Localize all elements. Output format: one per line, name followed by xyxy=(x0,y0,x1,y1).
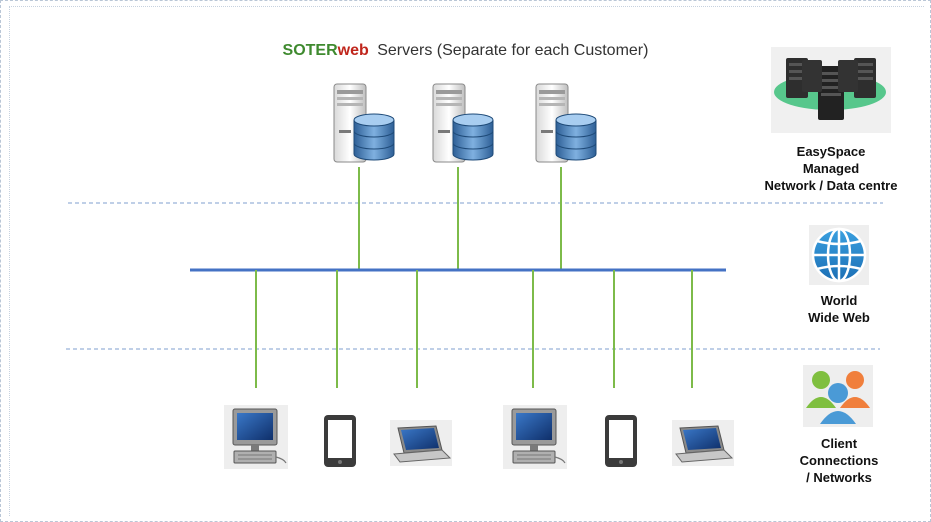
globe-icon xyxy=(809,225,869,285)
tablet-icon xyxy=(605,415,637,467)
database-server-icon xyxy=(333,83,395,163)
desktop-computer-icon xyxy=(502,404,568,470)
clients-label: Client Connections / Networks xyxy=(764,435,914,486)
frame-inner-border xyxy=(9,6,11,516)
internet-label-line2: Wide Web xyxy=(808,310,870,325)
datacentre-label: EasySpace Managed Network / Data centre xyxy=(746,143,916,194)
clients-label-line2: Connections xyxy=(799,453,879,468)
desktop-computer-icon xyxy=(223,404,289,470)
server-cluster-icon xyxy=(771,47,891,133)
clients-label-line3: / Networks xyxy=(806,470,872,485)
datacentre-label-line3: Network / Data centre xyxy=(764,178,898,193)
title-text: Servers (Separate for each Customer) xyxy=(377,42,649,59)
internet-label-line1: World xyxy=(820,293,858,308)
diagram-title: SOTERweb Servers (Separate for each Cust… xyxy=(0,42,931,60)
database-server-icon xyxy=(535,83,597,163)
database-server-icon xyxy=(432,83,494,163)
laptop-icon xyxy=(671,419,735,467)
frame-inner-border-top xyxy=(9,6,924,8)
tablet-icon xyxy=(324,415,356,467)
clients-label-line1: Client xyxy=(820,436,858,451)
brand-name-part2: web xyxy=(337,42,369,59)
laptop-icon xyxy=(389,419,453,467)
datacentre-label-line2: Managed xyxy=(802,161,860,176)
users-group-icon xyxy=(803,365,873,427)
internet-label: World Wide Web xyxy=(764,292,914,326)
datacentre-label-line1: EasySpace xyxy=(796,144,866,159)
brand-name-part1: SOTER xyxy=(282,42,338,59)
